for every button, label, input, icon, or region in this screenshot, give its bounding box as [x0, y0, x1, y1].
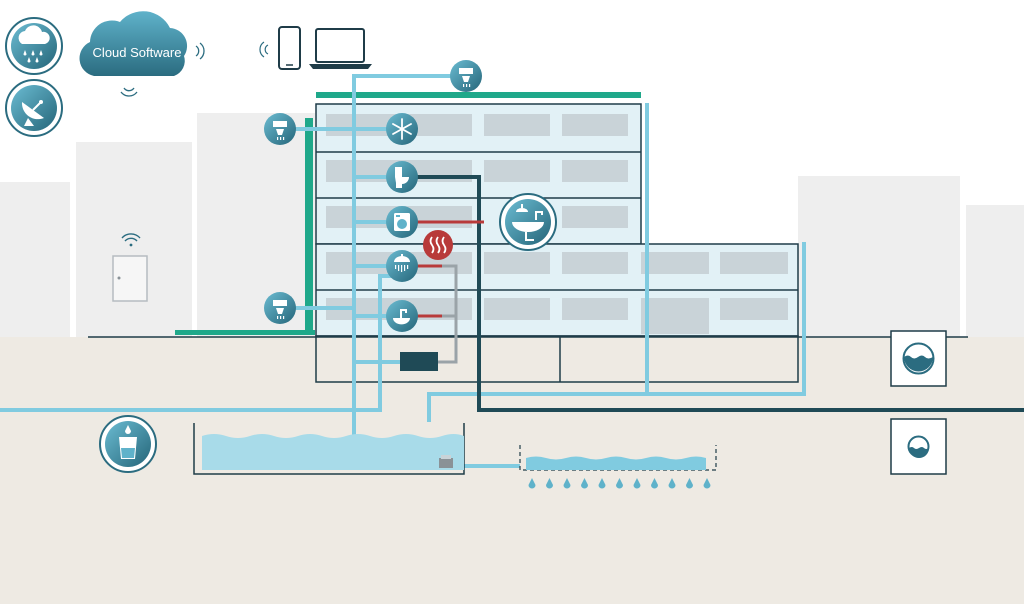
city-silhouette: [0, 113, 1024, 342]
toilet-icon: [386, 161, 418, 193]
pump-icon: [439, 455, 453, 468]
water-drop: [633, 478, 641, 489]
water-drop: [563, 478, 571, 489]
water-drop: [581, 478, 588, 489]
rain-cloud-icon: [5, 17, 63, 75]
waste-water-pipe: [402, 175, 1024, 412]
cloud-icon: [79, 11, 188, 77]
drinking-water-icon: [99, 415, 157, 473]
ground: [0, 337, 1024, 604]
heat-pump-unit: [400, 352, 438, 371]
water-drop: [651, 478, 658, 489]
green-roof-top: [316, 92, 641, 98]
water-drop: [546, 478, 553, 489]
snowflake-icon: [386, 113, 418, 145]
infiltration-trench: [519, 445, 717, 471]
heating-icon: [423, 230, 453, 260]
water-drop: [668, 478, 676, 489]
cloud-software-label: Cloud Software: [93, 45, 182, 60]
return-pipes: [438, 264, 458, 364]
satellite-dish-icon: [5, 79, 63, 137]
basement: [315, 335, 799, 383]
water-drop: [598, 478, 606, 489]
water-drop: [703, 478, 711, 489]
water-meter-icon: [264, 292, 296, 324]
water-drop: [616, 478, 623, 489]
washing-machine-icon: [386, 206, 418, 238]
cloud-signal-icon: [120, 42, 205, 97]
tank-level-low-icon: [890, 418, 947, 475]
tank-level-high-icon: [890, 330, 947, 387]
smartphone-icon: [259, 26, 301, 70]
utility-cabinet: [112, 255, 148, 302]
water-drop: [686, 478, 693, 489]
green-roof-vertical: [305, 118, 313, 334]
cloud-software: Cloud Software: [79, 11, 205, 97]
infiltration-drops-icon: [528, 478, 711, 489]
water-meter-icon: [450, 60, 482, 92]
faucet-icon: [386, 300, 418, 332]
water-meter-icon: [264, 113, 296, 145]
water-drop: [528, 478, 536, 489]
rainwater-tank: [193, 423, 465, 475]
green-roof-ground: [175, 330, 315, 335]
laptop-icon: [309, 28, 372, 69]
sink-shower-icon: [499, 193, 557, 251]
wifi-icon: [121, 233, 141, 247]
shower-icon: [386, 250, 418, 282]
